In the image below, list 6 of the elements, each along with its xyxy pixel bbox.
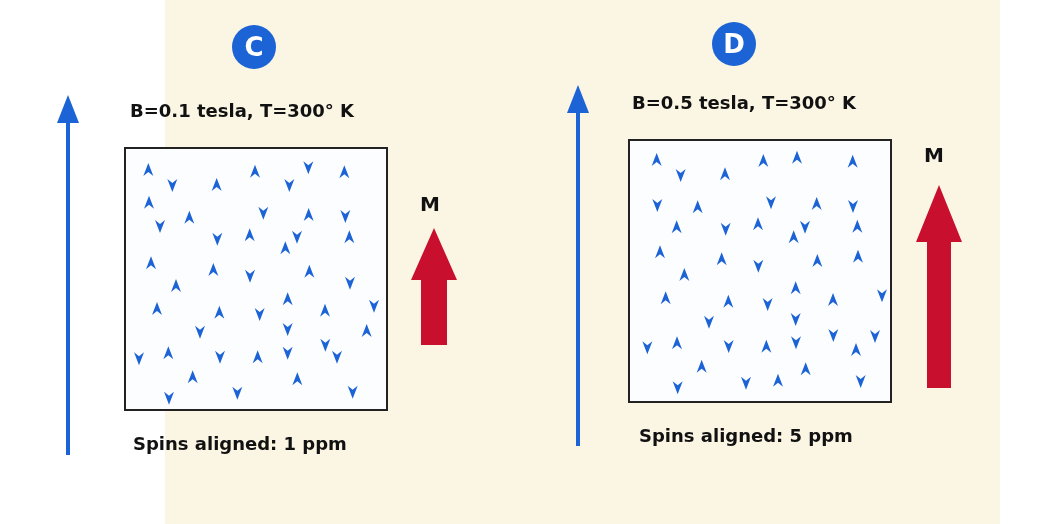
diagram-label: Spins aligned: 5 ppm: [639, 425, 853, 446]
diagram-label: Spins aligned: 1 ppm: [133, 433, 347, 454]
diagram-label: M: [924, 143, 944, 167]
diagram-label: M: [420, 192, 440, 216]
diagram-label: B=0.5 tesla, T=300° K: [632, 92, 857, 113]
diagram-label: B=0.1 tesla, T=300° K: [130, 100, 355, 121]
